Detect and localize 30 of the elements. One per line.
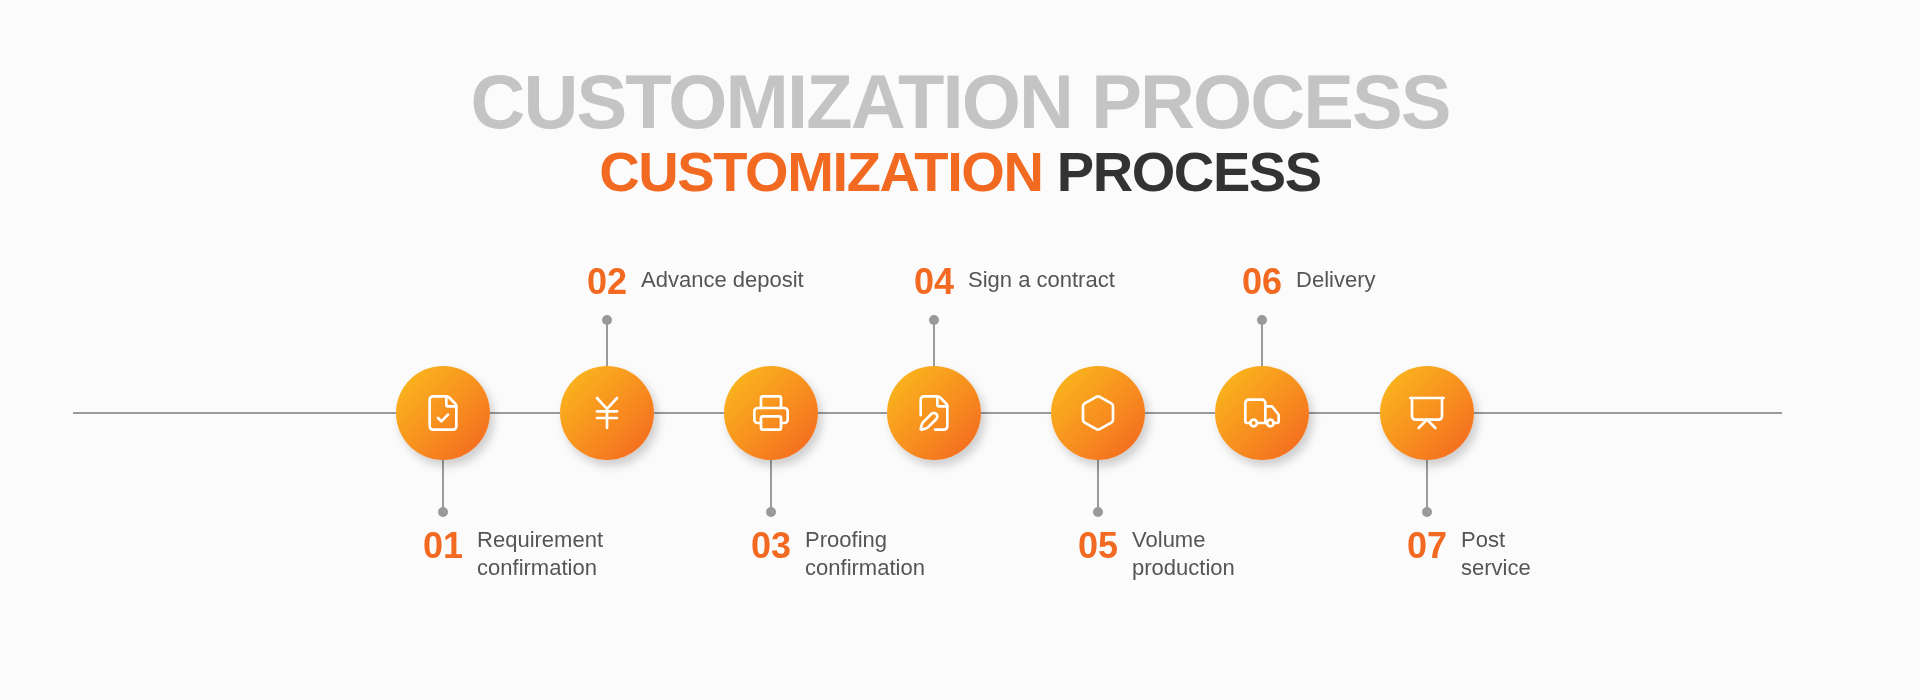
step-number: 04: [914, 262, 955, 302]
step-label: Delivery: [1296, 266, 1376, 294]
step-number: 07: [1407, 526, 1448, 566]
timeline-line: [653, 412, 725, 414]
timeline-line: [489, 412, 561, 414]
step-label: Post service: [1461, 526, 1531, 582]
step-number: 01: [423, 526, 464, 566]
step-label: Advance deposit: [641, 266, 804, 294]
title: CUSTOMIZATION PROCESS: [599, 142, 1321, 202]
leader-line: [602, 315, 612, 367]
step-number: 05: [1078, 526, 1119, 566]
timeline-line: [1308, 412, 1381, 414]
step-label: Sign a contract: [968, 266, 1115, 294]
step-number: 03: [751, 526, 792, 566]
leader-line: [1093, 459, 1103, 517]
leader-line: [1257, 315, 1267, 367]
timeline-line: [1144, 412, 1216, 414]
leader-line: [438, 459, 448, 517]
timeline-line: [1473, 412, 1783, 414]
step-number: 02: [587, 262, 628, 302]
step-label: Requirement confirmation: [477, 526, 603, 582]
step-label: Proofing confirmation: [805, 526, 925, 582]
leader-line: [929, 315, 939, 367]
leader-line: [766, 459, 776, 517]
timeline-line: [817, 412, 888, 414]
leader-line: [1422, 459, 1432, 517]
timeline-line: [980, 412, 1052, 414]
timeline-line: [72, 412, 397, 414]
step-label: Volume production: [1132, 526, 1235, 582]
step-number: 06: [1242, 262, 1283, 302]
